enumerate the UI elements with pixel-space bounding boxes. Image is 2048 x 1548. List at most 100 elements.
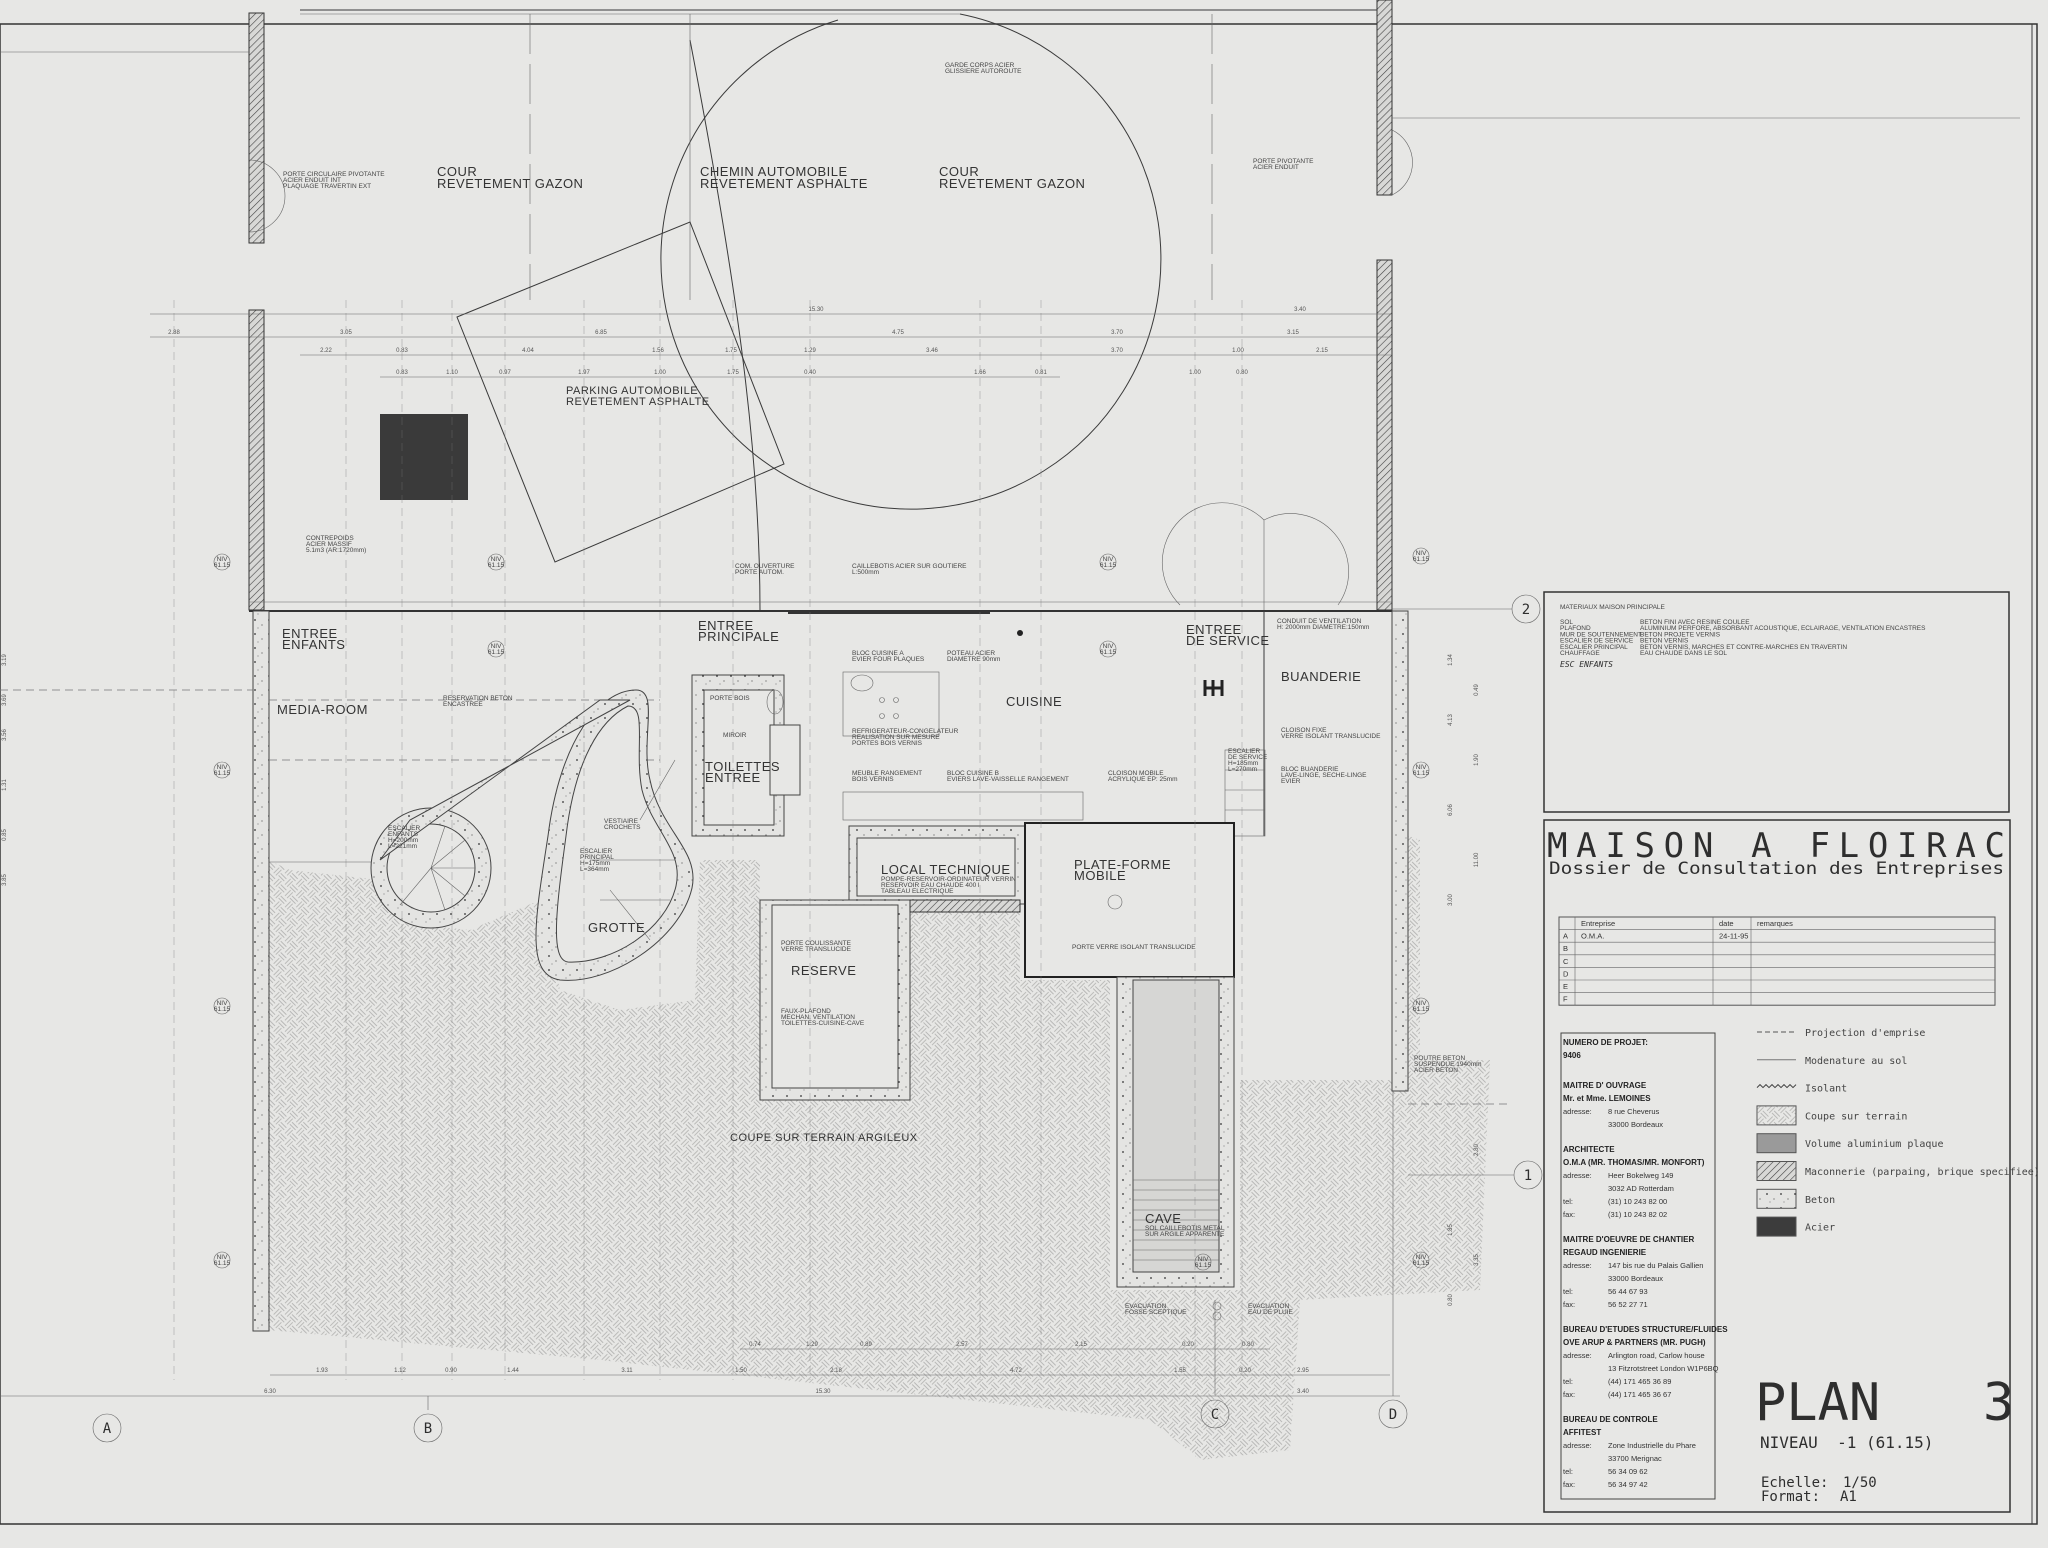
format-label: Format: bbox=[1761, 1489, 1820, 1505]
niv-value: 61.15 bbox=[214, 1006, 231, 1013]
toilets-mirror-cabinet bbox=[769, 724, 801, 796]
cooktop-burners bbox=[879, 697, 899, 719]
party-field-label: fax: bbox=[1563, 1300, 1575, 1309]
cellar-grating bbox=[1132, 979, 1220, 1273]
party-field-value: (44) 171 465 36 89 bbox=[1608, 1377, 1671, 1386]
legend-label: Acier bbox=[1805, 1223, 1835, 1234]
niv-value: 61.15 bbox=[488, 562, 505, 569]
material-value: EAU CHAUDE DANS LE SOL bbox=[1640, 650, 1727, 657]
property-wall-east-lower bbox=[1376, 259, 1393, 611]
dimension-value: 4.72 bbox=[1010, 1368, 1022, 1374]
legend-item: Maconnerie (parpaing, brique specifiee) bbox=[1756, 1161, 2040, 1181]
niv-label: NIV bbox=[217, 764, 229, 771]
party-role: ARCHITECTE bbox=[1563, 1145, 1615, 1154]
terrain-section-hatch bbox=[195, 820, 1490, 1460]
niv-value: 61.15 bbox=[1413, 556, 1430, 563]
dimension-value: 3.40 bbox=[1294, 307, 1306, 313]
niv-value: 61.15 bbox=[214, 770, 231, 777]
party-field-value: 13 Fitzrotstreet London W1P6BQ bbox=[1608, 1364, 1719, 1373]
dimension-value: 1.56 bbox=[652, 348, 664, 354]
dimension-value: 0.80 bbox=[1448, 1294, 1454, 1306]
revision-cell: D bbox=[1563, 969, 1569, 978]
project-subtitle: Dossier de Consultation des Entreprises bbox=[1549, 859, 2004, 878]
dimension-value: 6.85 bbox=[595, 330, 607, 336]
room-buanderie: BUANDERIE bbox=[1281, 669, 1361, 684]
party-field-label: tel: bbox=[1563, 1377, 1573, 1386]
grid-axis-2: 2 bbox=[1392, 594, 1541, 624]
room-local-technique: LOCAL TECHNIQUE bbox=[881, 862, 1011, 877]
dimension-value: 15.30 bbox=[815, 1389, 831, 1395]
property-wall-west-lower bbox=[248, 309, 265, 611]
party-field-label: adresse: bbox=[1563, 1261, 1592, 1270]
dimension-value: 3.85 bbox=[2, 874, 8, 886]
legend-dots-swatch-icon bbox=[1756, 1188, 1797, 1209]
dimension-value: 1.50 bbox=[735, 1368, 747, 1374]
niv-circle bbox=[1194, 1253, 1212, 1271]
service-gate-swing bbox=[1162, 502, 1349, 606]
niveau-label: NIVEAU -1 (61.15) bbox=[1760, 1433, 1933, 1452]
niv-circle bbox=[487, 640, 505, 658]
storage-room bbox=[771, 904, 899, 1089]
party-field-value: Heer Bokelweg 149 bbox=[1608, 1171, 1673, 1180]
legend-label: Isolant bbox=[1805, 1084, 1847, 1095]
party-field-value: 33000 Bordeaux bbox=[1608, 1120, 1663, 1129]
revision-cell: E bbox=[1563, 982, 1568, 991]
sheet-border bbox=[0, 23, 2038, 1525]
revision-cell: 24-11-95 bbox=[1719, 932, 1748, 941]
niv-label: NIV bbox=[1416, 550, 1428, 557]
mobile-platform bbox=[1024, 822, 1235, 978]
lawn-circle-edge bbox=[660, 13, 1162, 510]
handwritten-note: ESC ENFANTS bbox=[1560, 660, 1613, 669]
party-field-label: tel: bbox=[1563, 1197, 1573, 1206]
note-miroir: MIROIR bbox=[723, 732, 747, 739]
party-field-value: 56 34 09 62 bbox=[1608, 1467, 1648, 1476]
dimension-value: 4.04 bbox=[522, 348, 534, 354]
niv-label: NIV bbox=[217, 1000, 229, 1007]
svg-text:1: 1 bbox=[1524, 1168, 1532, 1184]
room-cuisine: CUISINE bbox=[1006, 694, 1062, 709]
legend-dark-fill-swatch-icon bbox=[1756, 1216, 1797, 1237]
dimension-value: 0.20 bbox=[1239, 1368, 1251, 1374]
dimension-value: 2.57 bbox=[956, 1342, 968, 1348]
level-markers: NIV61.15NIV61.15NIV61.15NIV61.15NIV61.15… bbox=[213, 547, 1430, 1271]
dimension-value: 3.46 bbox=[926, 348, 938, 354]
legend-insulation-icon bbox=[1756, 1083, 1797, 1089]
dimension-value: 2.18 bbox=[830, 1368, 842, 1374]
steel-column bbox=[1017, 630, 1023, 636]
room-reserve: RESERVE bbox=[791, 963, 856, 978]
dimension-value: 0.74 bbox=[749, 1342, 761, 1348]
legend-diagonal-hatch-swatch-icon bbox=[1756, 1161, 1797, 1181]
material-key: SOL bbox=[1560, 619, 1573, 626]
party-field-value: 147 bis rue du Palais Gallien bbox=[1608, 1261, 1703, 1270]
niv-value: 61.15 bbox=[1413, 1006, 1430, 1013]
svg-text:A: A bbox=[103, 1421, 112, 1437]
sink-icon bbox=[850, 674, 874, 692]
dimension-lines-bottom bbox=[0, 1091, 1510, 1410]
party-role: MAITRE D'OEUVRE DE CHANTIER bbox=[1563, 1235, 1694, 1244]
platform-piston bbox=[1107, 894, 1123, 910]
revision-cell: A bbox=[1563, 932, 1568, 941]
material-key: ESCALIER DE SERVICE bbox=[1560, 638, 1634, 645]
room-cave: CAVE bbox=[1145, 1211, 1181, 1226]
niv-circle bbox=[213, 553, 231, 571]
kitchen-block-a bbox=[842, 671, 940, 737]
niv-value: 61.15 bbox=[1413, 770, 1430, 777]
svg-text:D: D bbox=[1389, 1407, 1397, 1423]
note-porte-bois: PORTE BOIS bbox=[710, 695, 750, 702]
retaining-wall-west bbox=[252, 610, 270, 1332]
steel-counterweight bbox=[380, 414, 468, 500]
dimension-value: 0.20 bbox=[1182, 1342, 1194, 1348]
